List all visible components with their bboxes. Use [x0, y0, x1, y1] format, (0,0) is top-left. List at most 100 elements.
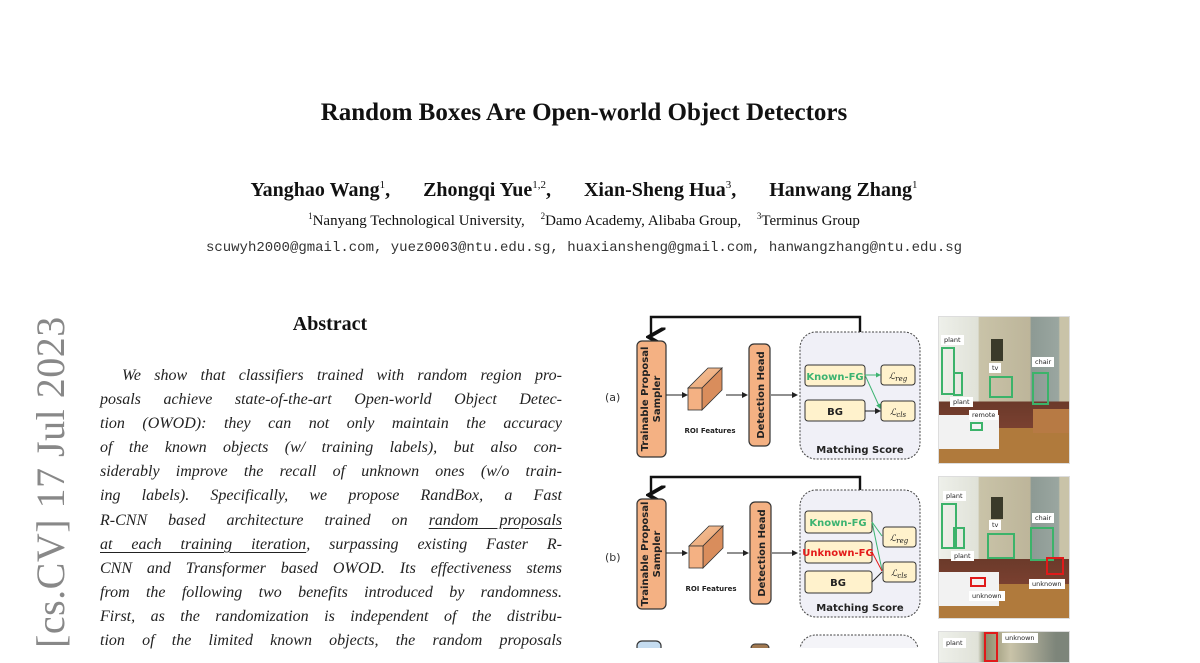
author-affiliation-mark: 1,2 [532, 179, 546, 191]
matching-score-panel [799, 634, 919, 648]
abstract-line: tion (OWOD): they can not only maintain … [100, 415, 562, 433]
roi-features-cube [688, 525, 724, 569]
affiliation-name: Damo Academy, Alibaba Group, [545, 213, 742, 229]
sampler-label-line2: Sampler [652, 376, 663, 423]
detection-head-label: Detection Head [757, 509, 768, 596]
known-to-reg-arrow [871, 521, 883, 537]
known-to-cls-arrow [871, 521, 883, 571]
detection-head-box [750, 643, 770, 648]
bbox-label: plant [941, 335, 964, 345]
cls-loss-label: ℒcls [891, 569, 908, 580]
cls-loss-label: ℒcls [890, 408, 907, 419]
panel-c [636, 634, 919, 648]
arxiv-stamp: [cs.CV] 17 Jul 2023 [28, 316, 73, 648]
bbox-label: chair [1032, 513, 1055, 523]
abstract-text: , surpassing existing Faster R- [306, 535, 562, 553]
bbox-plant [941, 347, 955, 395]
sampler-label-line1: Trainable Proposal [640, 502, 651, 607]
abstract-line: CNN and Transformer based OWOD. Its effe… [100, 559, 562, 577]
roi-features-label: ROI Features [684, 427, 735, 435]
affiliation-number: 1 [308, 211, 313, 221]
panel-a: (a) Trainable Proposal Sampler ROI Featu… [605, 315, 921, 460]
abstract-line: siderably improve the recall of unknown … [100, 463, 562, 481]
bbox-chair [1030, 527, 1054, 561]
abstract-line: tion of the limited known objects, the r… [100, 632, 562, 650]
affiliation-name: Nanyang Technological University, [312, 213, 525, 229]
bbox-label: tv [989, 363, 1002, 373]
bbox-label: unknown [969, 591, 1005, 601]
feedback-arrow [651, 475, 862, 495]
known-fg-label: Known-FG [809, 518, 866, 529]
matching-score-panel [799, 331, 921, 460]
author: Hanwang Zhang1 [769, 179, 917, 201]
bbox-label: plant [950, 397, 973, 407]
author-name: Xian-Sheng Hua [583, 179, 726, 201]
proposal-sampler-box [636, 498, 667, 610]
bbox-label: unknown [1029, 579, 1065, 589]
abstract-line: We show that classifiers trained with ra… [122, 367, 562, 384]
feedback-arrow [651, 315, 862, 337]
bbox-label: unknown [1002, 633, 1038, 643]
bbox-tv [987, 533, 1015, 559]
abstract-body: We show that classifiers trained with ra… [100, 364, 562, 653]
affiliation-list: 1Nanyang Technological University, 2Damo… [0, 211, 1168, 230]
sampler-label-line1: Trainable Proposal [640, 347, 651, 452]
author-name: Zhongqi Yue [423, 179, 533, 201]
cls-loss-box [880, 400, 916, 422]
example-image-b: plant tv chair plant unknown unknown [938, 476, 1070, 619]
unknown-to-cls-arrow [871, 551, 883, 572]
bg-label: BG [830, 578, 846, 589]
abstract-underlined-text: at each training iteration [100, 535, 307, 553]
author-emails: scuwyh2000@gmail.com, yuez0003@ntu.edu.s… [205, 240, 963, 256]
reg-loss-label: ℒreg [889, 372, 908, 383]
abstract-underlined-text: random proposals [428, 511, 563, 529]
abstract-line: R-CNN based architecture trained on rand… [100, 509, 562, 533]
cls-loss-box [882, 561, 917, 583]
pipeline-diagram: (a) Trainable Proposal Sampler ROI Featu… [605, 315, 921, 648]
example-image-a: plant tv chair plant remote [938, 316, 1070, 464]
bbox-label: plant [943, 638, 966, 648]
detection-head-box [748, 343, 771, 447]
bbox-chair [1032, 372, 1049, 405]
matching-score-label: Matching Score [816, 603, 904, 614]
affiliation-number: 2 [540, 211, 546, 221]
detection-head-label: Detection Head [756, 351, 767, 438]
reg-loss-box [882, 526, 917, 548]
abstract-line: posals achieve state-of-the-art Open-wor… [100, 391, 562, 409]
bbox-label: plant [951, 551, 974, 561]
reg-loss-box [880, 364, 916, 386]
roi-features-label: ROI Features [685, 585, 736, 593]
roi-features-cube [687, 367, 723, 411]
author-affiliation-mark: 1 [912, 179, 918, 191]
affiliation-number: 3 [756, 211, 762, 221]
known-to-cls-arrow [864, 374, 881, 409]
author: Xian-Sheng Hua3, [583, 179, 737, 201]
abstract-line: First, as the randomization is independe… [100, 607, 562, 625]
bbox-label: tv [989, 520, 1002, 530]
bbox-remote [970, 422, 983, 431]
bbox-label: chair [1032, 357, 1055, 367]
example-image-c: plant unknown [938, 631, 1070, 663]
bg-label: BG [827, 407, 843, 418]
figure-1: (a) Trainable Proposal Sampler ROI Featu… [600, 310, 1080, 663]
proposal-sampler-box [636, 640, 662, 648]
author-name: Yanghao Wang [250, 179, 380, 201]
detection-head-box [749, 501, 772, 605]
bbox-plant [953, 527, 965, 549]
author: Zhongqi Yue1,2, [423, 179, 551, 201]
affiliation: 2Damo Academy, Alibaba Group, [540, 211, 742, 229]
author: Yanghao Wang1, [250, 179, 391, 201]
affiliation: 3Terminus Group [756, 211, 860, 229]
proposal-sampler-box [636, 340, 667, 458]
bbox-label: remote [969, 410, 999, 420]
abstract-text: R-CNN based architecture trained on [100, 511, 429, 529]
sampler-label-line2: Sampler [652, 531, 663, 578]
panel-label: (b) [605, 551, 621, 564]
abstract-line: from the following two benefits introduc… [100, 583, 562, 601]
bg-to-cls-arrow [871, 571, 883, 583]
bbox-unknown [1046, 557, 1064, 575]
author-affiliation-mark: 3 [725, 179, 732, 191]
panel-label: (a) [605, 391, 620, 404]
affiliation-name: Terminus Group [761, 213, 860, 229]
matching-score-label: Matching Score [816, 445, 904, 456]
